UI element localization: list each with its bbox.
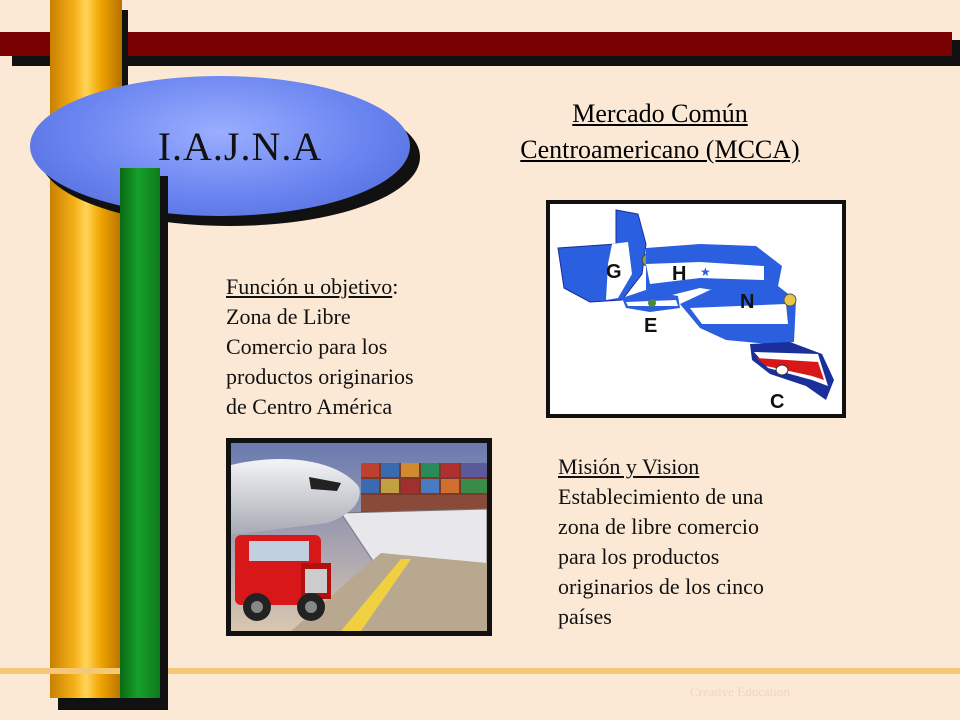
mission-line-1: Establecimiento de una [558,484,764,509]
page-title-line2: Centroamericano (MCCA) [520,135,800,164]
mission-line-5: países [558,604,612,629]
map-letter-h: H [672,263,686,285]
page-title-line1: Mercado Común [572,99,748,128]
map-nicaragua-white [690,304,788,324]
function-line-2: Comercio para los [226,334,388,359]
green-pillar [120,168,160,698]
mission-line-4: originarios de los cinco [558,574,764,599]
photo-truck [235,535,331,621]
mission-vision-block: Misión y Vision Establecimiento de una z… [558,452,838,632]
map-honduras-white [646,262,764,284]
oval-title: I.A.J.N.A [157,123,323,169]
function-objective-block: Función u objetivo: Zona de Libre Comerc… [226,272,476,422]
function-objective-colon: : [392,274,399,299]
function-line-1: Zona de Libre [226,304,351,329]
bottom-line [0,668,960,674]
title-oval: I.A.J.N.A [30,76,410,216]
footer-watermark: Creative Education [690,684,790,699]
transport-photo [231,443,487,631]
mission-vision-label: Misión y Vision [558,454,700,479]
photo-airplane [231,459,360,535]
function-objective-label: Función u objetivo [226,274,393,299]
mission-line-3: para los productos [558,544,720,569]
photo-road [291,553,487,631]
top-bar [0,32,952,56]
map-costarica-emblem [775,364,789,376]
map-letter-n: N [740,291,754,313]
photo-airplane-cockpit [309,477,341,491]
map-nicaragua-emblem [783,293,797,307]
function-line-3: productos originarios [226,364,414,389]
page-title: Mercado Común Centroamericano (MCCA) [440,96,880,168]
map-costarica-red [756,358,824,380]
map-letter-g: G [606,261,622,283]
mission-line-2: zona de libre comercio [558,514,759,539]
map-honduras-stars: ★ [700,265,711,279]
map-letter-e: E [644,315,657,337]
map-guatemala [557,209,647,303]
map-guatemala-white [606,242,632,300]
photo-road-line [341,559,411,631]
function-line-4: de Centro América [226,394,393,419]
transport-photo-svg [231,443,487,631]
map-letter-c: C [770,391,784,413]
map-elsalvador-emblem [648,299,656,307]
central-america-map: ★ G H N E C [550,204,842,414]
map-svg: ★ G H N E C [557,209,834,413]
